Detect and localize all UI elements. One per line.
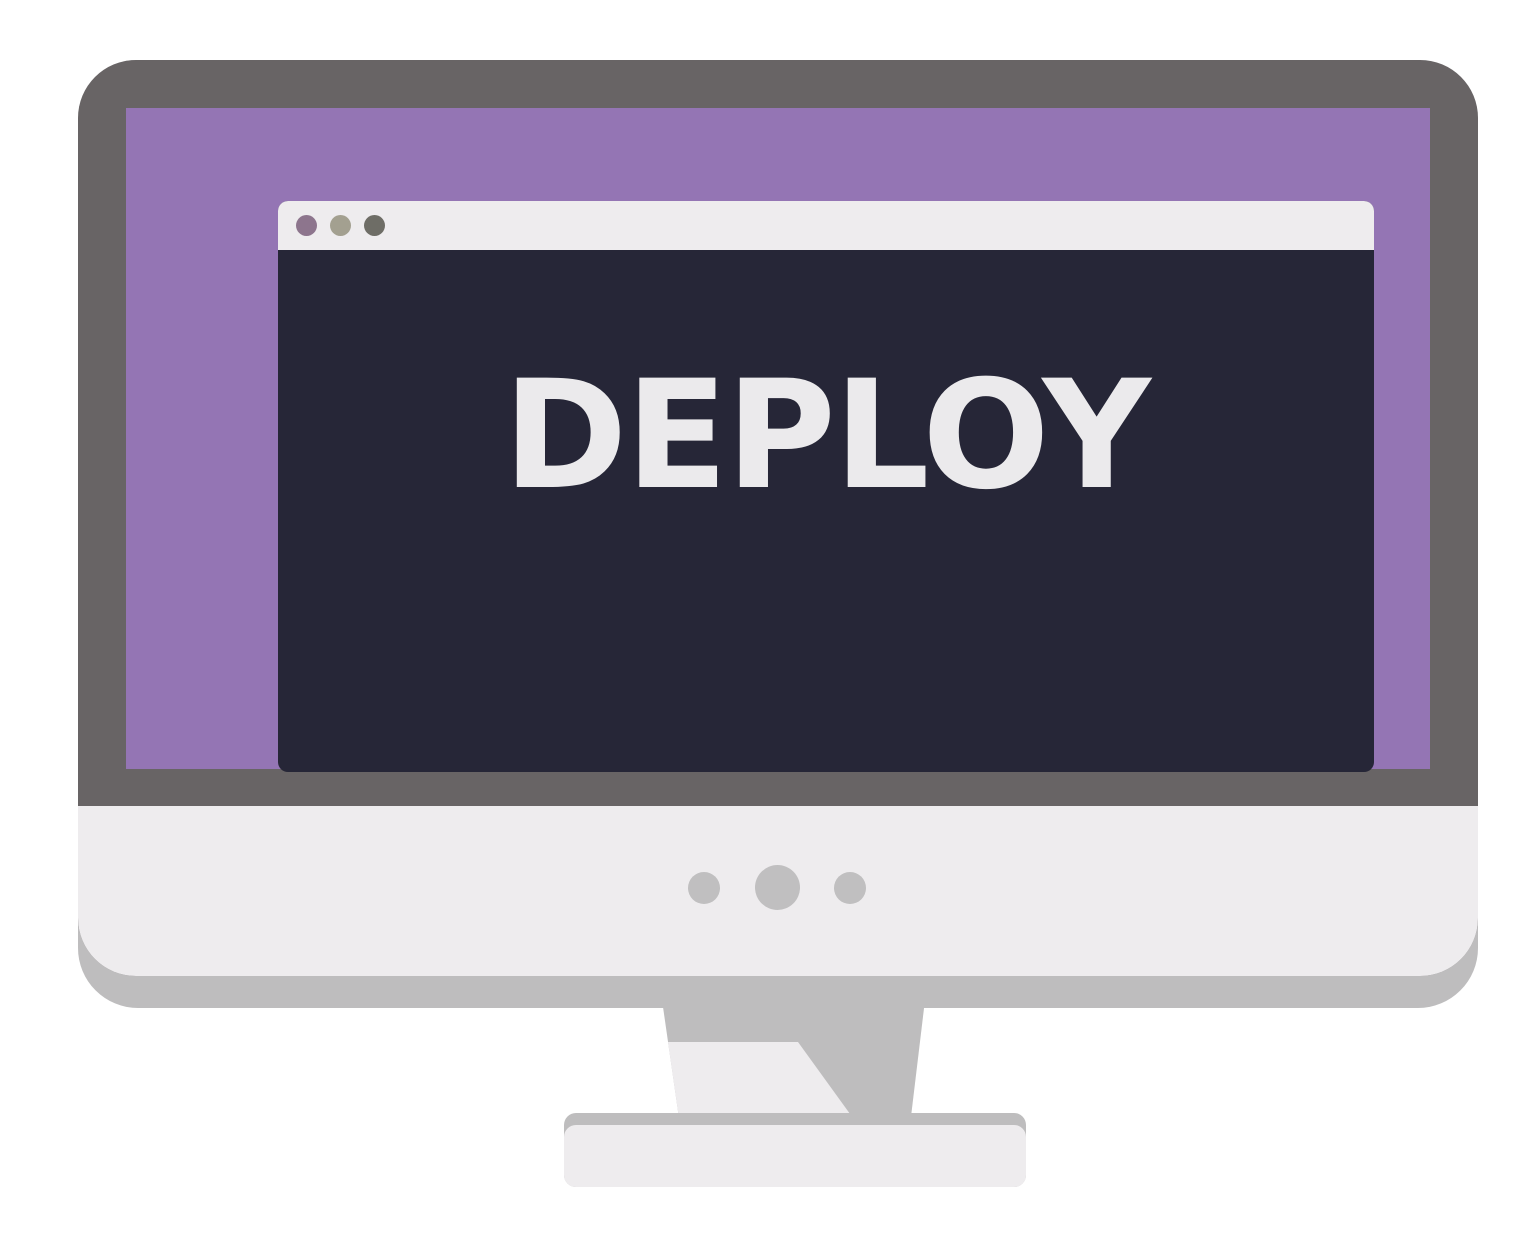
- chin-button-left[interactable]: [688, 872, 720, 904]
- stand-neck-highlight: [668, 1042, 858, 1125]
- browser-window: DEPLOY: [278, 201, 1374, 772]
- monitor-chin: [78, 806, 1478, 976]
- window-control-dot-3[interactable]: [364, 215, 385, 236]
- monitor-bezel: DEPLOY: [78, 60, 1478, 976]
- stand-base: [564, 1125, 1026, 1187]
- chin-button-center[interactable]: [755, 865, 800, 910]
- window-titlebar: [278, 201, 1374, 250]
- monitor-screen: DEPLOY: [126, 108, 1430, 772]
- window-control-dot-1[interactable]: [296, 215, 317, 236]
- deploy-headline: DEPLOY: [503, 349, 1151, 523]
- chin-button-right[interactable]: [834, 872, 866, 904]
- window-control-dot-2[interactable]: [330, 215, 351, 236]
